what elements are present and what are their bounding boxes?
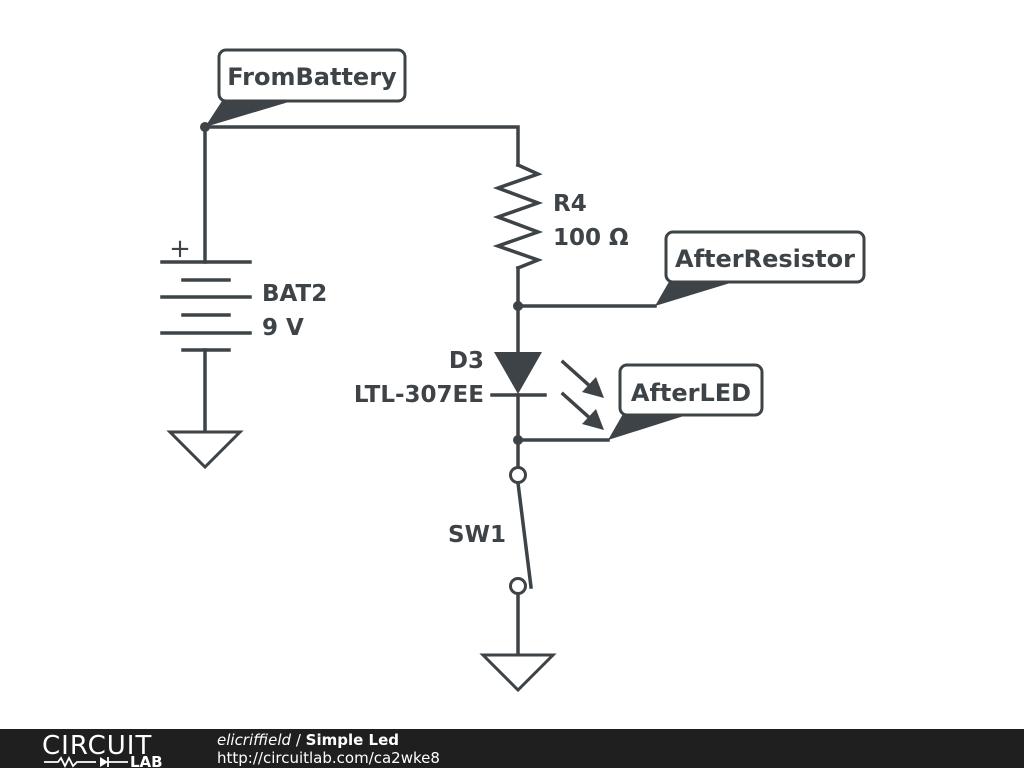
schematic-diagram: + FromBattery AfterResistor AfterLED R4 … — [160, 48, 866, 693]
footer-separator: / — [291, 731, 306, 749]
footer-circuit-title[interactable]: Simple Led — [305, 731, 399, 749]
battery-bat2 — [160, 260, 252, 352]
circuitlab-logo[interactable]: CIRCUIT LAB — [0, 729, 200, 768]
battery-ref-label: BAT2 — [262, 281, 327, 307]
logo-circuit-text: CIRCUIT — [42, 731, 152, 761]
net-label-from-battery-text: FromBattery — [227, 63, 397, 91]
ground-symbol-switch — [479, 653, 557, 693]
footer-bar: CIRCUIT LAB elicriffield / Simple Led ht… — [0, 729, 1024, 768]
net-label-after-led-text: AfterLED — [631, 379, 751, 407]
resistor-ref-label: R4 — [553, 191, 587, 217]
switch-ref-label: SW1 — [448, 522, 506, 548]
footer-url[interactable]: http://circuitlab.com/ca2wke8 — [217, 749, 440, 767]
net-label-after-resistor: AfterResistor — [655, 230, 866, 306]
logo-lab-text: LAB — [130, 753, 163, 768]
logo-resistor-icon — [44, 755, 96, 768]
led-ref-label: D3 — [449, 348, 484, 374]
net-label-after-resistor-text: AfterResistor — [675, 245, 855, 273]
led-emission-arrows — [560, 359, 604, 430]
footer-username[interactable]: elicriffield — [217, 731, 292, 749]
resistor-r4 — [492, 162, 544, 271]
led-part-label: LTL-307EE — [354, 382, 484, 408]
logo-diode-icon — [100, 757, 108, 767]
wire-top — [203, 125, 520, 167]
footer-title-line: elicriffield / Simple Led — [217, 731, 399, 749]
net-label-after-led: AfterLED — [608, 363, 764, 440]
battery-polarity-label: + — [169, 234, 191, 264]
resistor-value-label: 100 Ω — [553, 225, 629, 251]
led-d3-body — [494, 352, 542, 394]
battery-value-label: 9 V — [262, 315, 304, 341]
net-label-from-battery: FromBattery — [205, 48, 407, 127]
ground-symbol-battery — [166, 430, 244, 470]
switch-sw1 — [509, 466, 533, 595]
